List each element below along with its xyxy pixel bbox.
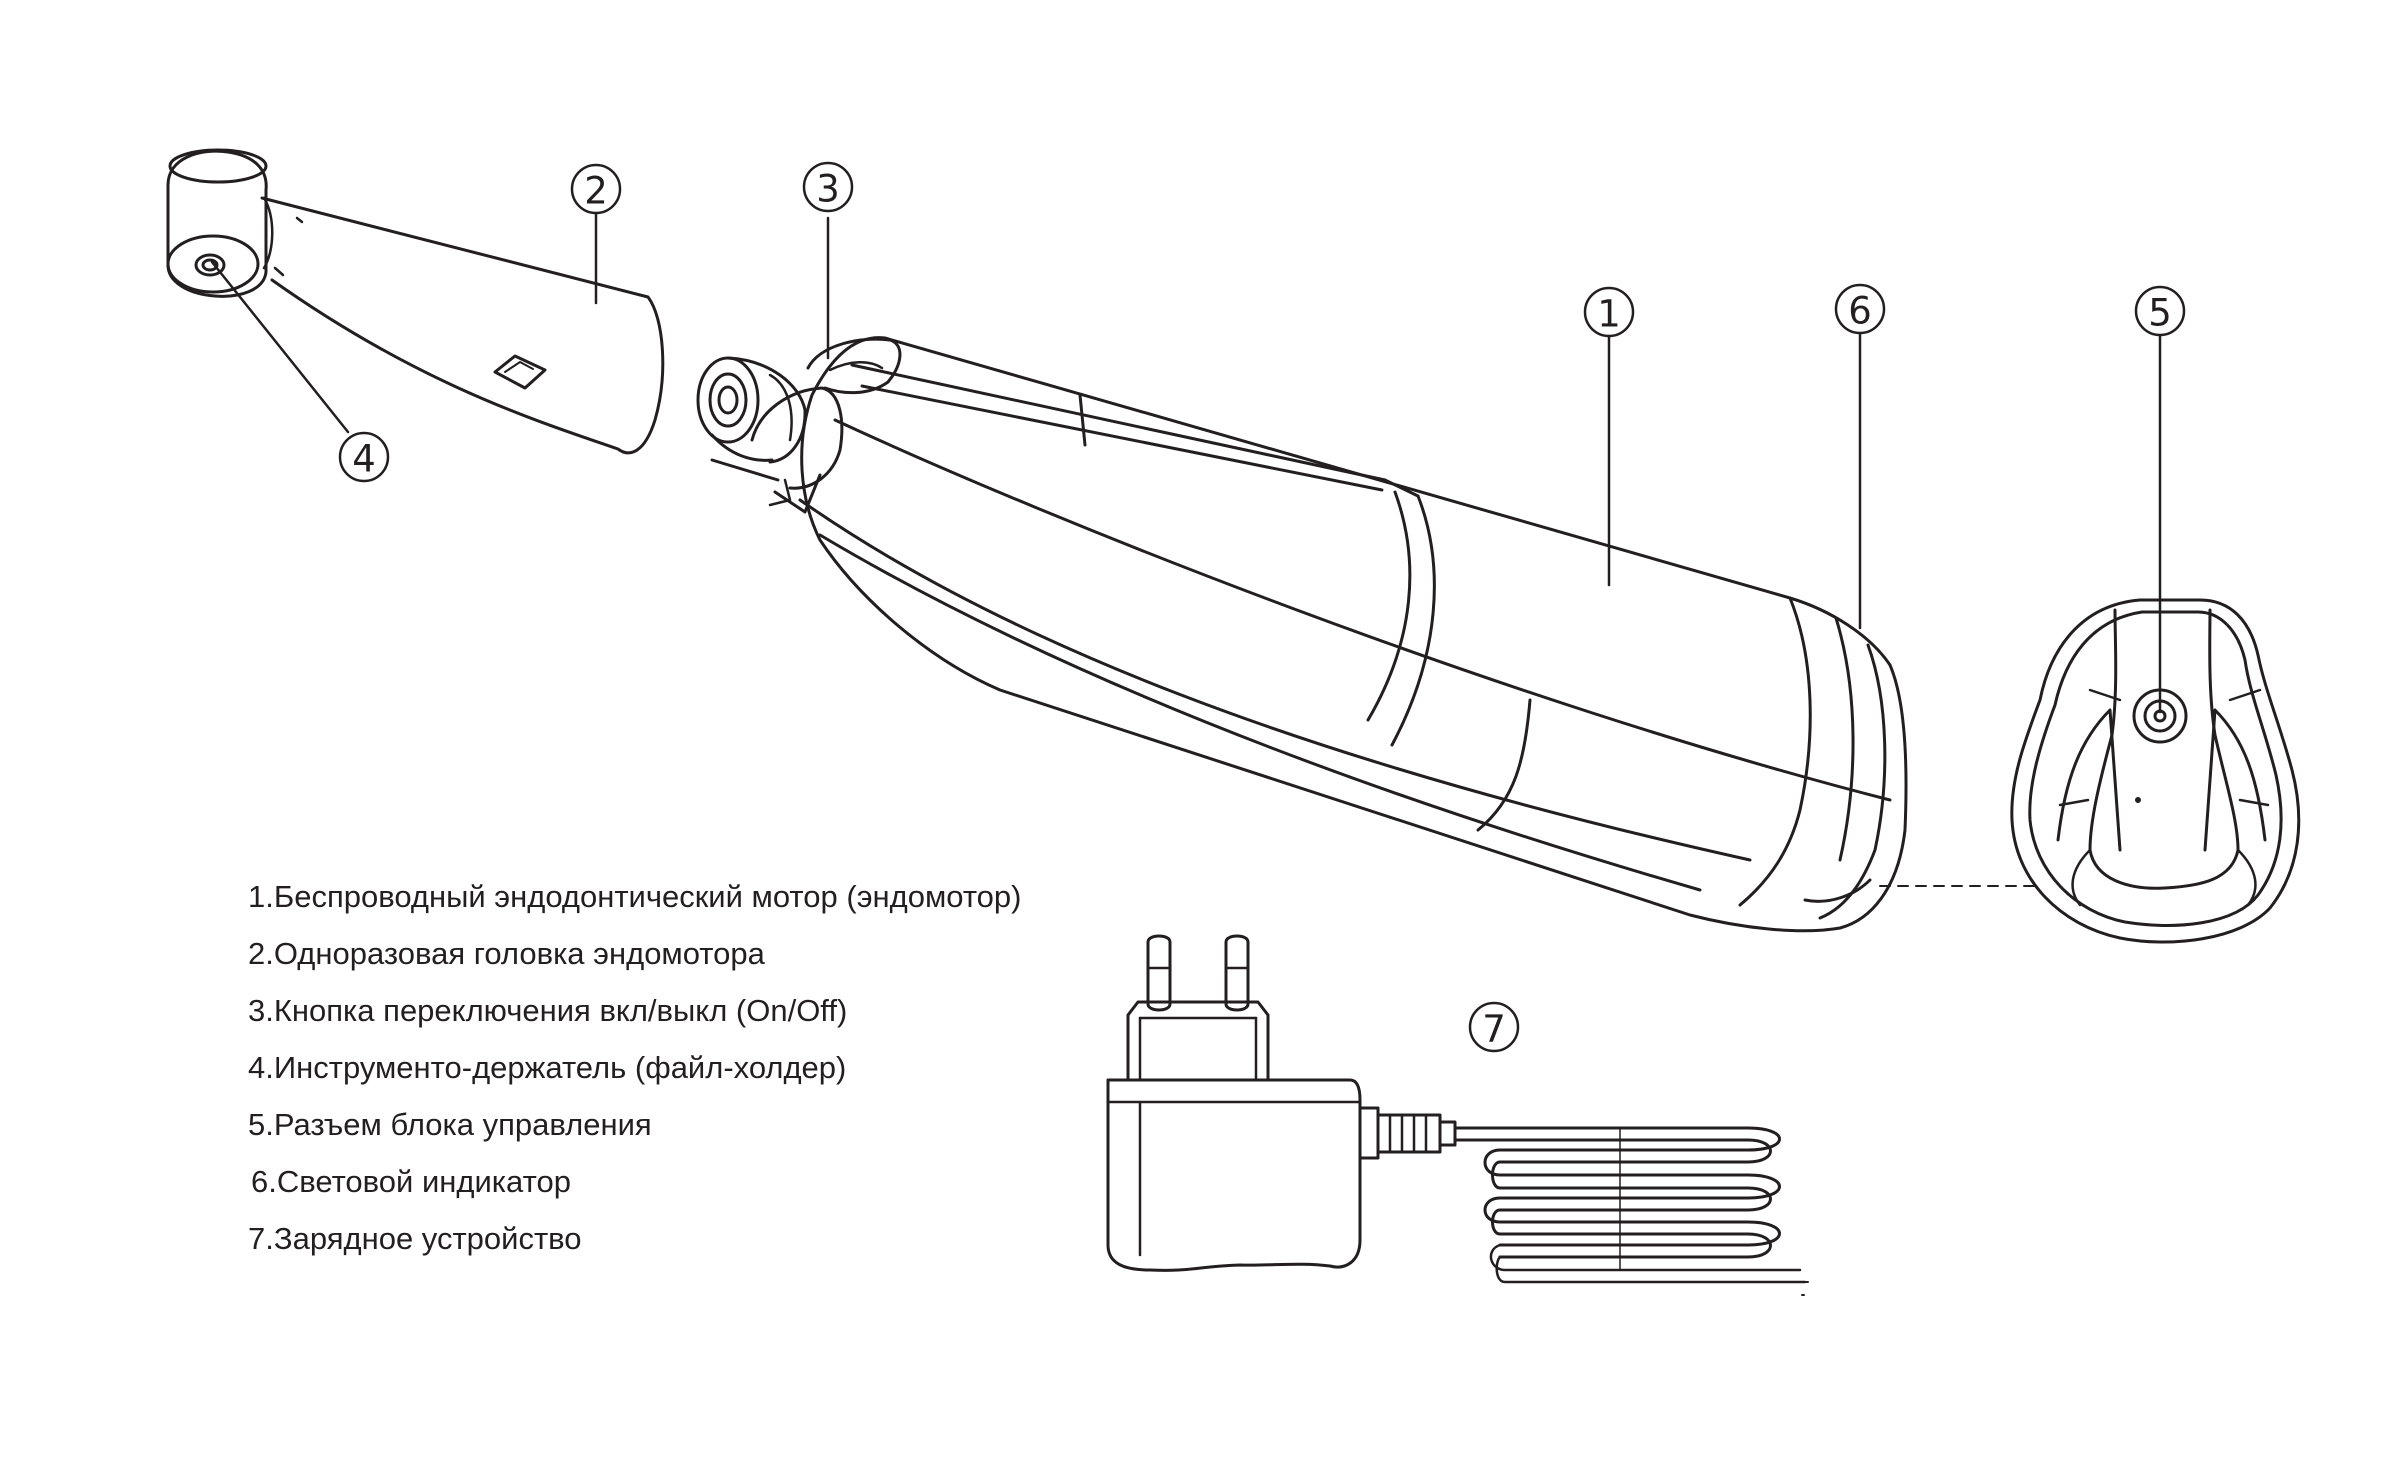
legend-item-2: 2.Одноразовая головка эндомотора xyxy=(248,936,765,971)
callout-1: 1 xyxy=(1583,286,1635,338)
callout-5-label: 5 xyxy=(2148,292,2172,335)
callout-7: 7 xyxy=(1468,1001,1520,1053)
legend-item-3: 3.Кнопка переключения вкл/выкл (On/Off) xyxy=(248,993,848,1028)
legend-item-1: 1.Беспроводный эндодонтический мотор (эн… xyxy=(248,879,1022,914)
leader-lines xyxy=(210,212,2162,714)
motor-body xyxy=(798,336,1908,933)
disposable-head xyxy=(166,148,665,455)
callout-6: 6 xyxy=(1834,283,1886,335)
callout-4-label: 4 xyxy=(352,438,376,481)
parts-legend: 1.Беспроводный эндодонтический мотор (эн… xyxy=(248,868,1022,1267)
legend-item-6: 6.Световой индикатор xyxy=(251,1164,571,1199)
motor-nose xyxy=(696,337,902,514)
legend-item-7: 7.Зарядное устройство xyxy=(248,1221,582,1256)
charger xyxy=(1106,934,1809,1296)
callout-1-label: 1 xyxy=(1597,293,1621,336)
callout-5: 5 xyxy=(2134,285,2186,337)
callout-3: 3 xyxy=(802,161,854,213)
callout-6-label: 6 xyxy=(1848,290,1872,333)
callout-3-label: 3 xyxy=(816,168,840,211)
callout-2-label: 2 xyxy=(584,170,608,213)
callout-4: 4 xyxy=(338,431,390,483)
legend-item-5: 5.Разъем блока управления xyxy=(248,1107,652,1142)
legend-item-4: 4.Инструменто-держатель (файл-холдер) xyxy=(248,1050,847,1085)
callout-7-label: 7 xyxy=(1482,1008,1506,1051)
callout-2: 2 xyxy=(570,163,622,215)
charging-base xyxy=(2010,598,2301,944)
